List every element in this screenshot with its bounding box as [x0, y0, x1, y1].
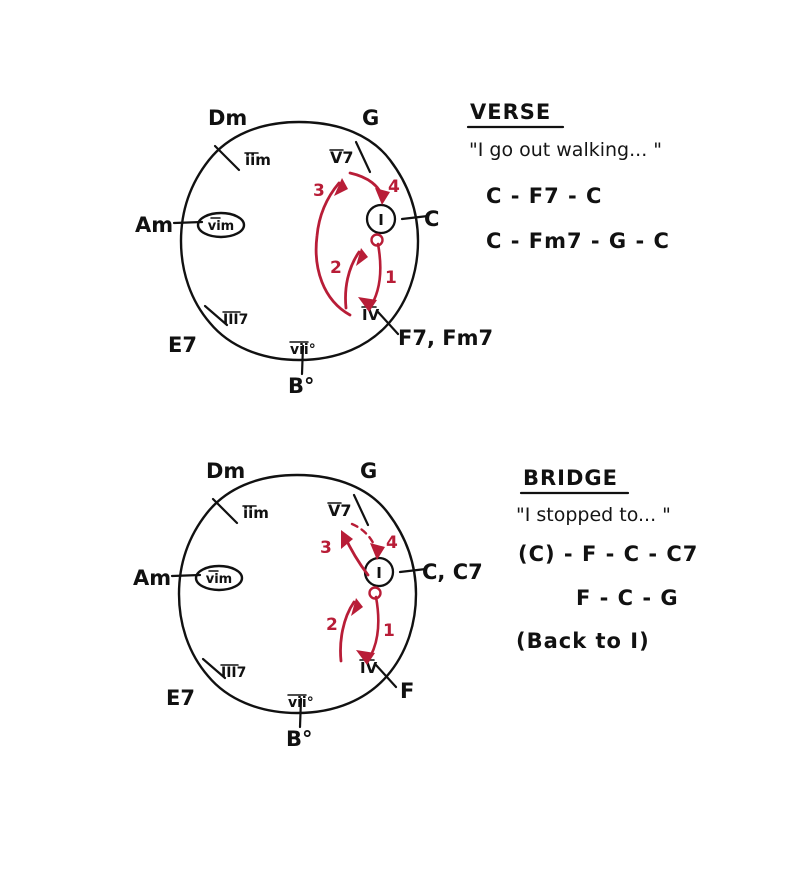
bridge-arrow-2-head — [351, 598, 363, 616]
verse-degree-vii: vii° — [290, 342, 316, 358]
bridge-chord-labels: Dm G C, C7 F B° E7 Am — [133, 459, 483, 751]
bridge-degree-ii: iim — [243, 504, 269, 522]
verse-arrow-1-label: 1 — [385, 268, 397, 288]
bridge-arrow-4-head — [370, 543, 385, 560]
verse-chord-F: F7, Fm7 — [398, 326, 493, 350]
verse-degree-I: I — [378, 211, 384, 229]
bridge-degree-vi: vim — [206, 572, 232, 587]
bridge-tick-IV — [374, 663, 398, 689]
bridge-heading: BRIDGE — [523, 466, 618, 490]
verse-chord-Dm: Dm — [208, 106, 247, 130]
verse-heading: VERSE — [470, 100, 551, 124]
verse-degree-labels: iim V7 I IV vii° III7 vim — [196, 148, 397, 358]
verse-degree-V7: V7 — [330, 148, 354, 167]
bridge-arrow-2-label: 2 — [326, 615, 338, 635]
verse-progression-2: C - Fm7 - G - C — [486, 229, 670, 253]
bridge-chord-G: G — [360, 459, 377, 483]
bridge-lyric: "I stopped to... " — [516, 504, 671, 526]
verse-arrow-2-stroke — [344, 250, 361, 310]
bridge-chord-C: C, C7 — [422, 560, 483, 584]
verse-arrow-4-label: 4 — [388, 177, 400, 197]
verse-chord-B: B° — [288, 374, 315, 398]
verse-wheel: iim V7 I IV vii° III7 vim Dm G C F7, Fm7… — [135, 106, 493, 398]
verse-tick-I — [400, 214, 430, 221]
bridge-degree-vi-ellipse — [194, 564, 244, 592]
bridge-degree-vii: vii° — [288, 695, 314, 711]
bridge-chord-B: B° — [286, 727, 313, 751]
bridge-arrow-3-label: 3 — [320, 538, 332, 558]
bridge-progression-1: (C) - F - C - C7 — [518, 542, 698, 566]
verse-lyric: "I go out walking... " — [469, 139, 662, 161]
verse-arrow-1-head — [358, 297, 377, 312]
verse-degree-I-circle — [365, 203, 397, 235]
bridge-degree-labels: iim V7 I IV vii° III7 vim — [194, 501, 395, 711]
bridge-arrow-1-head — [356, 650, 375, 665]
bridge-arrows: 1 2 3 4 — [320, 522, 398, 665]
bridge-chord-Am: Am — [133, 566, 171, 590]
verse-tick-III7 — [203, 304, 229, 327]
verse-arrow-3-head — [334, 178, 348, 196]
verse-text-block: VERSE "I go out walking... " C - F7 - C … — [466, 100, 670, 253]
verse-degree-III7: III7 — [223, 312, 248, 328]
bridge-arrow-1-label: 1 — [383, 621, 395, 641]
bridge-wheel-circle — [177, 473, 418, 715]
verse-degree-vi-ellipse — [196, 211, 246, 239]
bridge-chord-Dm: Dm — [206, 459, 245, 483]
bridge-arrow-1-tail-loop — [368, 586, 382, 600]
verse-chord-Am: Am — [135, 213, 173, 237]
verse-degree-ii: iim — [245, 151, 271, 169]
verse-progression-1: C - F7 - C — [486, 184, 602, 208]
verse-chord-labels: Dm G C F7, Fm7 B° E7 Am — [135, 106, 493, 398]
verse-chord-C: C — [424, 207, 439, 231]
bridge-tick-V7 — [352, 493, 370, 527]
verse-degree-vi: vim — [208, 219, 234, 234]
verse-arrow-4-head — [375, 188, 390, 205]
bridge-text-block: BRIDGE "I stopped to... " (C) - F - C - … — [516, 466, 698, 653]
bridge-degree-III7: III7 — [221, 665, 246, 681]
bridge-tick-I — [398, 567, 428, 574]
verse-arrow-2-label: 2 — [330, 258, 342, 278]
verse-tick-IV — [376, 310, 400, 336]
bridge-arrow-3-head — [341, 530, 353, 549]
verse-tick-vii — [300, 344, 305, 376]
verse-arrow-1-tail-loop — [370, 233, 384, 247]
verse-arrow-3-stroke — [314, 181, 352, 317]
verse-arrows: 1 2 3 4 — [313, 171, 400, 317]
bridge-tick-ii — [211, 497, 239, 525]
verse-arrow-2-head — [356, 248, 368, 266]
bridge-degree-I: I — [376, 564, 382, 582]
bridge-tick-III7 — [201, 657, 227, 680]
bridge-progression-3: (Back to I) — [516, 629, 650, 653]
bridge-progression-2: F - C - G — [576, 586, 679, 610]
bridge-degree-V7: V7 — [328, 501, 352, 520]
bridge-chord-E7: E7 — [166, 686, 195, 710]
bridge-tick-vii — [298, 697, 303, 729]
bridge-arrow-4-label: 4 — [386, 533, 398, 553]
verse-degree-IV: IV — [362, 306, 380, 324]
verse-chord-E7: E7 — [168, 333, 197, 357]
verse-chord-G: G — [362, 106, 379, 130]
verse-tick-ii — [213, 144, 241, 172]
bridge-wheel: iim V7 I IV vii° III7 vim Dm G C, C7 F B… — [133, 459, 483, 751]
verse-tick-V7 — [354, 140, 372, 174]
bridge-degree-IV: IV — [360, 659, 378, 677]
verse-wheel-circle — [179, 120, 420, 362]
verse-arrow-3-label: 3 — [313, 181, 325, 201]
bridge-chord-F: F — [400, 679, 414, 703]
bridge-arrow-2-stroke — [339, 600, 356, 663]
